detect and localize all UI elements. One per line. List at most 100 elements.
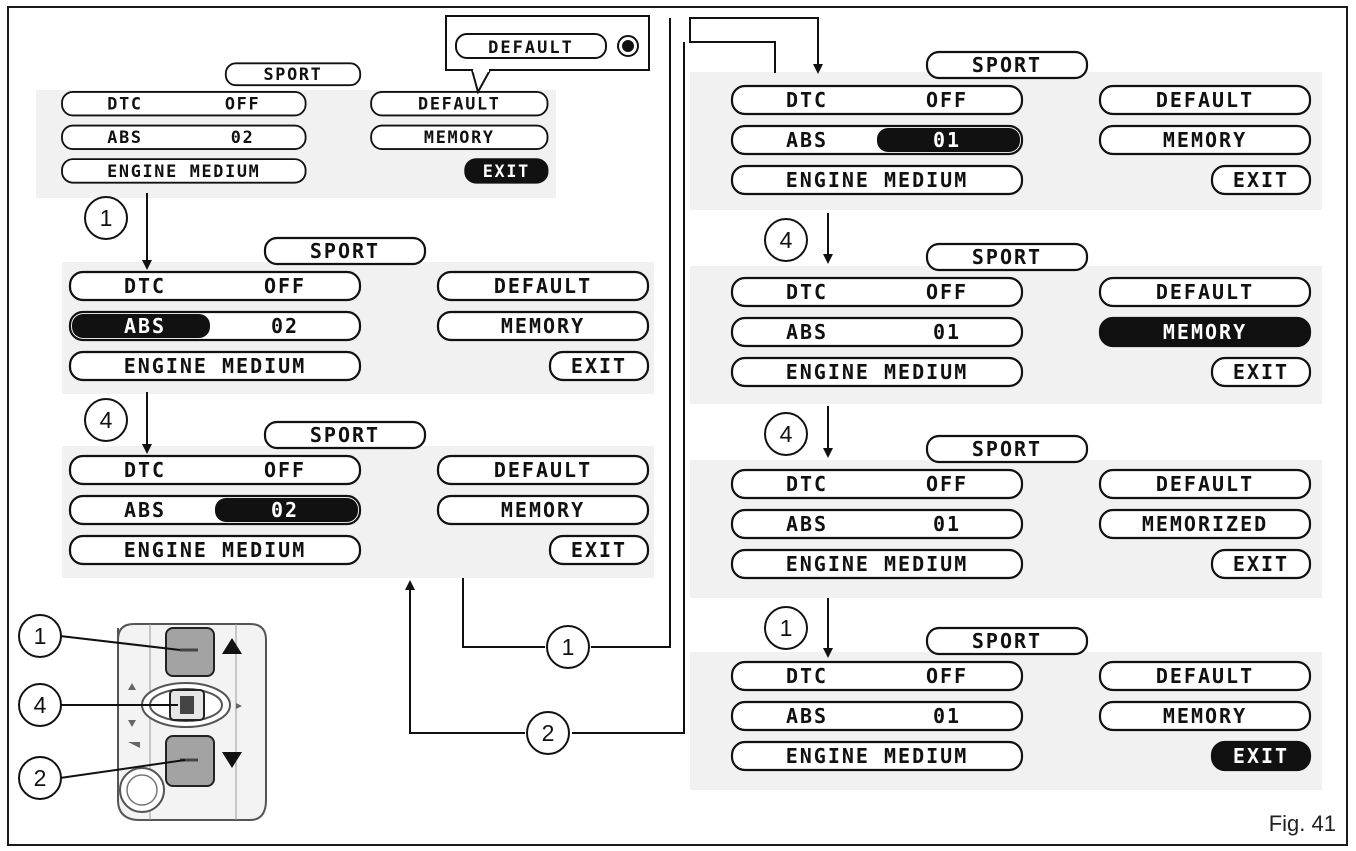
engine-text: ENGINE MEDIUM xyxy=(786,552,969,576)
dtc-label: DTC xyxy=(124,274,166,298)
exit-button xyxy=(1210,164,1312,196)
memory-label: MEMORY xyxy=(1163,320,1247,344)
dtc-label: DTC xyxy=(124,458,166,482)
callout-4-1: 4 xyxy=(84,398,128,442)
abs-label: ABS xyxy=(786,704,828,728)
abs-label: ABS xyxy=(124,498,166,522)
callout-number: 1 xyxy=(100,205,113,231)
callout-1-0: 1 xyxy=(84,196,128,240)
default-label: DEFAULT xyxy=(494,458,592,482)
default-button xyxy=(436,454,650,486)
default-inset: DEFAULT xyxy=(445,15,650,95)
callout-2-6: 2 xyxy=(526,711,570,755)
callout-number: 1 xyxy=(34,623,47,649)
memory-label: MEMORY xyxy=(1163,704,1247,728)
callout-leaders xyxy=(59,635,186,779)
dtc-value: OFF xyxy=(926,664,968,688)
memory-button xyxy=(1098,508,1312,540)
default-button xyxy=(436,270,650,302)
dtc-label: DTC xyxy=(786,664,828,688)
mode-label: SPORT xyxy=(310,239,380,263)
memory-button xyxy=(1098,124,1312,156)
dtc-row: DTC OFF xyxy=(730,276,1024,308)
default-button xyxy=(1098,660,1312,692)
mode-label: SPORT xyxy=(310,423,380,447)
memory-label: MEMORY xyxy=(501,498,585,522)
engine-text: ENGINE MEDIUM xyxy=(786,168,969,192)
engine-text: ENGINE MEDIUM xyxy=(786,744,969,768)
dtc-value: OFF xyxy=(926,280,968,304)
figure-label: Fig. 41 xyxy=(1268,811,1336,836)
dtc-label: DTC xyxy=(786,280,828,304)
exit-label: EXIT xyxy=(1233,360,1289,384)
callout-2-9: 2 xyxy=(18,756,62,800)
memory-label: MEMORY xyxy=(424,127,495,147)
default-label: DEFAULT xyxy=(418,94,501,114)
mode-label: SPORT xyxy=(972,245,1042,269)
engine-row: ENGINE MEDIUM xyxy=(68,534,362,566)
mode-label: SPORT xyxy=(972,437,1042,461)
exit-label: EXIT xyxy=(1233,168,1289,192)
callout-number: 4 xyxy=(780,227,793,253)
right-arrow-icon xyxy=(236,703,242,709)
handlebar-switch xyxy=(117,623,267,821)
mode-label: SPORT xyxy=(264,64,323,84)
exit-label: EXIT xyxy=(571,538,627,562)
memory-button xyxy=(1098,316,1312,348)
abs-value: 01 xyxy=(933,512,961,536)
default-label: DEFAULT xyxy=(1156,280,1254,304)
default-label: DEFAULT xyxy=(1156,472,1254,496)
memory-label: MEMORIZED xyxy=(1142,512,1268,536)
abs-label: ABS xyxy=(786,128,828,152)
memory-button xyxy=(370,124,549,150)
abs-value: 01 xyxy=(933,128,961,152)
callout-4-2: 4 xyxy=(764,218,808,262)
memory-button xyxy=(1098,700,1312,732)
exit-label: EXIT xyxy=(483,161,530,181)
abs-row: ABS 02 xyxy=(61,124,307,150)
default-inset-label: DEFAULT xyxy=(488,38,574,58)
engine-text: ENGINE MEDIUM xyxy=(124,538,307,562)
abs-value: 02 xyxy=(271,498,299,522)
connector-button2-right xyxy=(572,42,685,734)
dtc-row: DTC OFF xyxy=(68,270,362,302)
connector-to-right-column xyxy=(689,17,823,74)
abs-value: 02 xyxy=(231,127,255,147)
engine-text: ENGINE MEDIUM xyxy=(124,354,307,378)
exit-button xyxy=(1210,740,1312,772)
abs-row: ABS 02 xyxy=(68,494,362,526)
callout-number: 1 xyxy=(562,634,575,660)
exit-button xyxy=(548,350,650,382)
default-label: DEFAULT xyxy=(1156,88,1254,112)
callout-number: 1 xyxy=(780,615,793,641)
dtc-label: DTC xyxy=(786,472,828,496)
engine-row: ENGINE MEDIUM xyxy=(730,356,1024,388)
exit-label: EXIT xyxy=(1233,744,1289,768)
exit-label: EXIT xyxy=(571,354,627,378)
dtc-value: OFF xyxy=(926,472,968,496)
exit-button xyxy=(464,158,549,184)
engine-row: ENGINE MEDIUM xyxy=(730,548,1024,580)
dtc-value: OFF xyxy=(264,274,306,298)
memory-button xyxy=(436,494,650,526)
abs-label: ABS xyxy=(786,512,828,536)
mode-label: SPORT xyxy=(972,53,1042,77)
default-button xyxy=(370,90,549,117)
exit-button xyxy=(1210,548,1312,580)
abs-label: ABS xyxy=(107,127,142,147)
memory-button xyxy=(436,310,650,342)
connector-button2-path xyxy=(405,580,525,734)
abs-label: ABS xyxy=(124,314,166,338)
abs-value: 01 xyxy=(933,320,961,344)
engine-row: ENGINE MEDIUM xyxy=(68,350,362,382)
dtc-value: OFF xyxy=(926,88,968,112)
callout-4-3: 4 xyxy=(764,412,808,456)
flow-arrows xyxy=(142,17,833,734)
